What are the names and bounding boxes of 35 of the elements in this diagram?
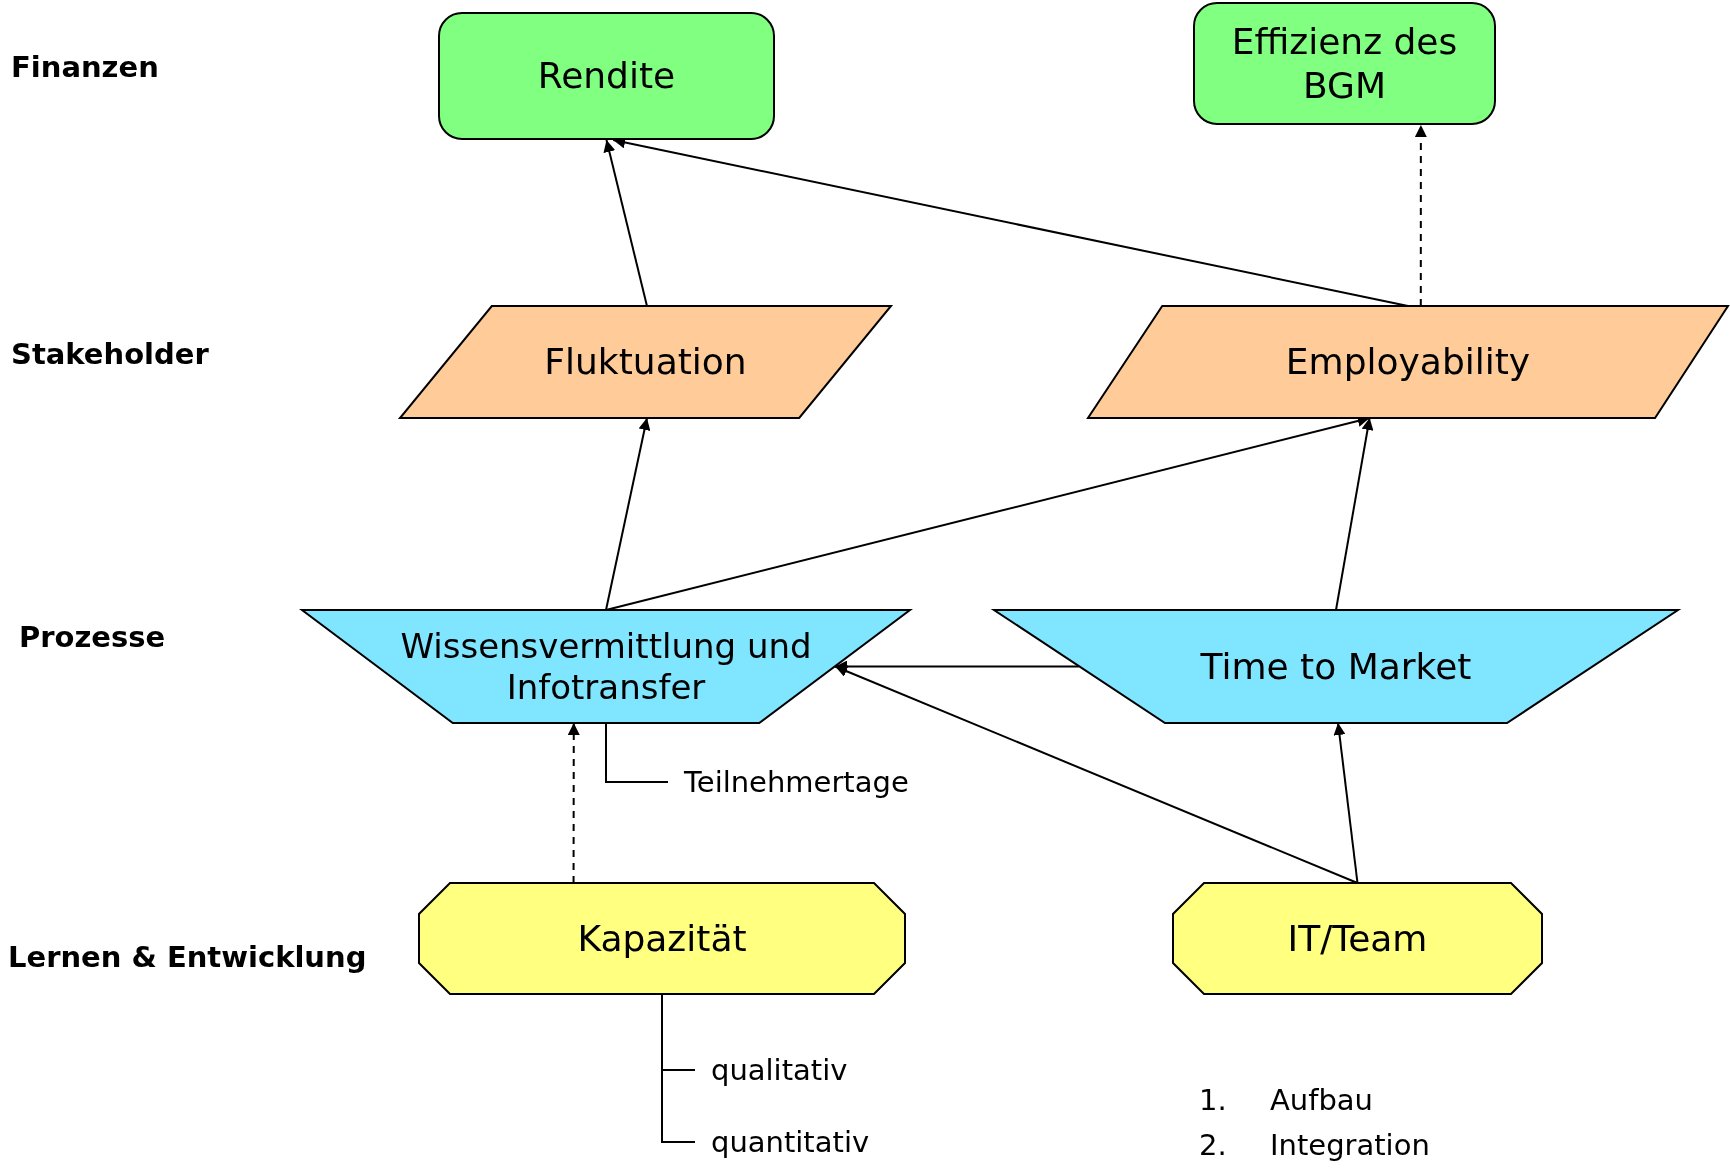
box-label: Kapazität: [577, 916, 747, 961]
row-label: Lernen & Entwicklung: [8, 940, 367, 975]
row-label: Stakeholder: [11, 337, 209, 372]
list-item: Integration: [1270, 1128, 1430, 1163]
list-number: 2.: [1199, 1128, 1227, 1163]
arrow: [605, 417, 651, 611]
box-label: Rendite: [537, 54, 676, 98]
list-item: Aufbau: [1270, 1083, 1373, 1118]
arrow: [834, 665, 1359, 884]
leader-line: [605, 722, 669, 783]
octagon-box: [419, 883, 905, 994]
goal-box: [1193, 2, 1496, 125]
box-label: Fluktuation: [544, 340, 747, 384]
parallelogram-box: [1088, 306, 1728, 418]
goal-box: [438, 12, 775, 140]
arrow: [567, 722, 580, 884]
row-label: Finanzen: [11, 50, 159, 85]
arrow: [603, 139, 648, 307]
arrow: [1333, 722, 1359, 884]
annotation-text: quantitativ: [695, 1124, 915, 1160]
box-label: Effizienz des BGM: [1230, 20, 1459, 107]
box-label: Wissensvermittlung und Infotransfer: [399, 625, 813, 708]
parallelogram-box: [400, 306, 891, 418]
box-label: IT/Team: [1287, 916, 1428, 961]
octagon-box: [1173, 883, 1542, 994]
arrow: [1335, 417, 1374, 611]
trapezoid-box: [302, 610, 910, 723]
arrow: [1414, 124, 1427, 307]
box-label: Time to Market: [1200, 644, 1472, 689]
list-number: 1.: [1199, 1083, 1227, 1118]
box-label: Employability: [1285, 340, 1531, 384]
leader-line: [661, 993, 696, 1143]
annotation-text: qualitativ: [695, 1052, 895, 1088]
row-label: Prozesse: [19, 620, 166, 655]
annotation-text: Teilnehmertage: [668, 765, 948, 799]
